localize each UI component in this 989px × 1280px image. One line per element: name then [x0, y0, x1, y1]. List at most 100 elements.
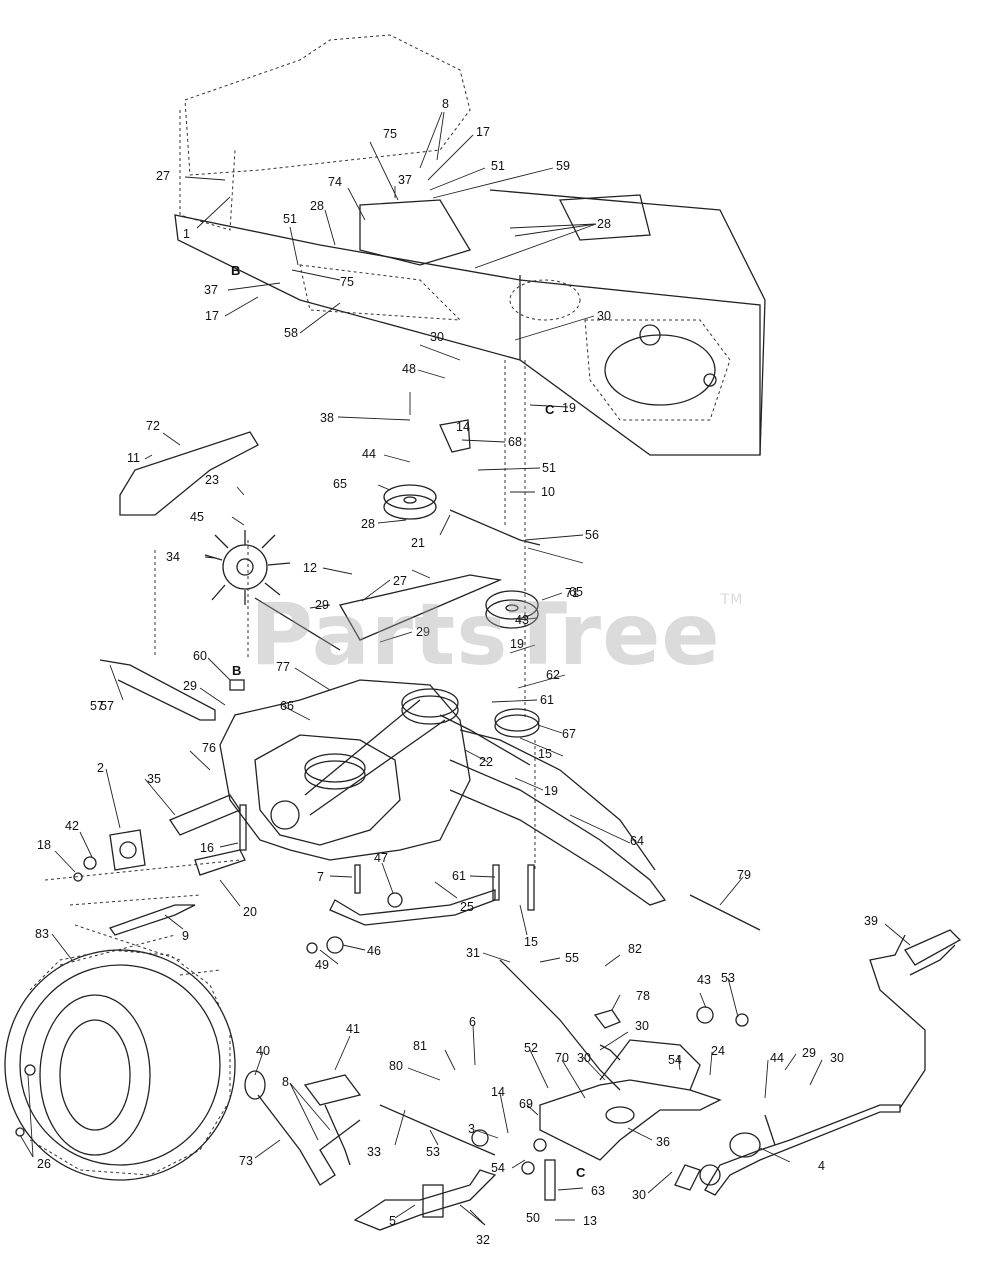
callout-number: 59	[556, 159, 570, 173]
callout-number: 77	[276, 660, 290, 674]
callout-number: 44	[362, 447, 376, 461]
callout-number: 54	[668, 1053, 682, 1067]
rear-tire	[4, 949, 236, 1181]
callout-number: 75	[340, 275, 354, 289]
callout-number: 55	[565, 951, 579, 965]
callout-number: 41	[346, 1022, 360, 1036]
callout-number: 30	[430, 330, 444, 344]
callout-number: 38	[320, 411, 334, 425]
pedal-linkage	[244, 929, 962, 1231]
pulley-group	[99, 419, 541, 738]
callout-number: 30	[577, 1051, 591, 1065]
callout-number: 12	[303, 561, 317, 575]
callout-number: 50	[526, 1211, 540, 1225]
callout-number: 25	[460, 900, 474, 914]
frame-assembly	[174, 34, 766, 456]
callout-number: 30	[635, 1019, 649, 1033]
callout-number: 35	[147, 772, 161, 786]
callout-number: 7	[317, 870, 324, 884]
callout-number: 24	[711, 1044, 725, 1058]
callout-number: 82	[628, 942, 642, 956]
callout-number: 15	[524, 935, 538, 949]
callout-number: 39	[864, 914, 878, 928]
callout-number: 30	[830, 1051, 844, 1065]
section-letter: C	[545, 402, 555, 417]
callout-number: 74	[328, 175, 342, 189]
callout-number: 37	[398, 173, 412, 187]
callout-number: 47	[374, 851, 388, 865]
callout-number: 80	[389, 1059, 403, 1073]
callout-number: 57	[100, 699, 114, 713]
callout-number: 4	[818, 1159, 825, 1173]
callout-number: 14	[456, 420, 470, 434]
callout-number: 52	[524, 1041, 538, 1055]
callout-number: 19	[510, 637, 524, 651]
callout-number: 61	[452, 869, 466, 883]
callout-number: 2	[97, 761, 104, 775]
callout-number: 28	[597, 217, 611, 231]
callout-number: 20	[243, 905, 257, 919]
callout-number: 51	[491, 159, 505, 173]
callout-number: 36	[656, 1135, 670, 1149]
callout-number: 83	[35, 927, 49, 941]
callout-number: 73	[239, 1154, 253, 1168]
callout-number: 62	[546, 668, 560, 682]
callout-number: 66	[280, 699, 294, 713]
callout-number: 8	[282, 1075, 289, 1089]
callout-number: 76	[202, 741, 216, 755]
callout-number: 51	[542, 461, 556, 475]
transaxle-assembly	[73, 679, 471, 936]
callout-number: 9	[182, 929, 189, 943]
leader-lines	[19, 111, 911, 1226]
callout-number: 30	[632, 1188, 646, 1202]
callout-number: 53	[426, 1145, 440, 1159]
section-letter: B	[232, 663, 241, 678]
callout-number: 27	[156, 169, 170, 183]
callout-number: 28	[361, 517, 375, 531]
callout-number: 16	[200, 841, 214, 855]
callout-number: 40	[256, 1044, 270, 1058]
callout-number: 71	[565, 586, 579, 600]
callout-number: 8	[442, 97, 449, 111]
callout-number: 26	[37, 1157, 51, 1171]
callout-number: 19	[562, 401, 576, 415]
callout-number: 34	[166, 550, 180, 564]
callout-number: 5	[389, 1214, 396, 1228]
callout-number: 31	[466, 946, 480, 960]
callout-number: 18	[37, 838, 51, 852]
callout-number: 65	[569, 585, 583, 599]
callout-number: 6	[469, 1015, 476, 1029]
callout-number: 65	[333, 477, 347, 491]
callout-number: 48	[402, 362, 416, 376]
callout-number: 43	[697, 973, 711, 987]
callout-number: 30	[597, 309, 611, 323]
callout-number: 1	[183, 227, 190, 241]
callout-number: 33	[367, 1145, 381, 1159]
callout-number: 45	[190, 510, 204, 524]
callout-number: 67	[562, 727, 576, 741]
callout-number: 37	[204, 283, 218, 297]
callout-number: 29	[416, 625, 430, 639]
callout-number: 11	[127, 451, 140, 465]
callout-number: 54	[491, 1161, 505, 1175]
callout-number: 17	[476, 125, 490, 139]
callout-number: 61	[540, 693, 554, 707]
callout-number: 23	[205, 473, 219, 487]
callout-number: 21	[411, 536, 425, 550]
section-letter: C	[576, 1165, 586, 1180]
callout-number: 79	[737, 868, 751, 882]
callout-number: 68	[508, 435, 522, 449]
callout-number: 78	[636, 989, 650, 1003]
callout-number: 56	[585, 528, 599, 542]
callout-number: 53	[721, 971, 735, 985]
callout-number: 43	[515, 613, 529, 627]
callout-number: 15	[538, 747, 552, 761]
callout-number: 64	[630, 834, 644, 848]
callout-number: 72	[146, 419, 160, 433]
callout-number: 51	[283, 212, 297, 226]
callout-number: 60	[193, 649, 207, 663]
callout-number: 49	[315, 958, 329, 972]
section-letter-labels: B B C C	[231, 263, 586, 1180]
